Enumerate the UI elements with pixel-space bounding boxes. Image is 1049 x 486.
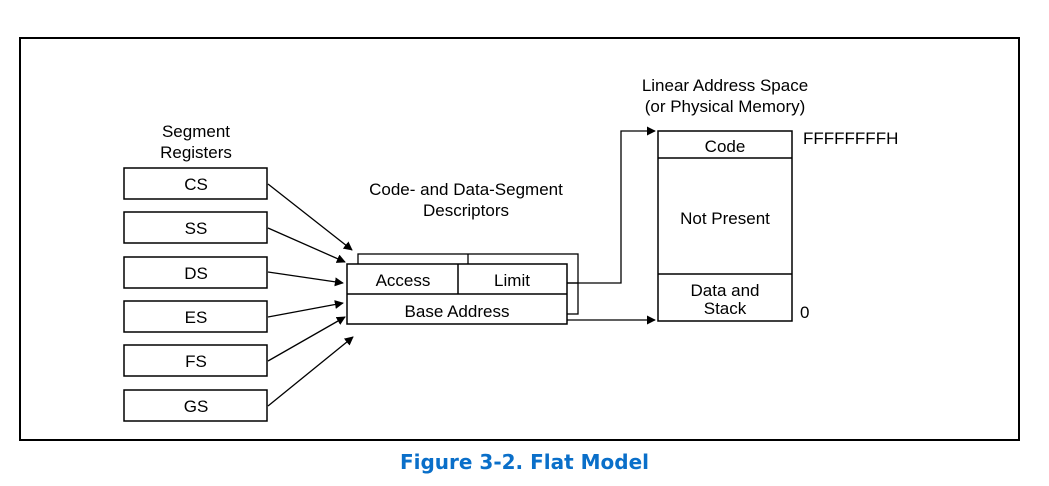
linear-address-space-label-line1: Linear Address Space: [642, 76, 808, 95]
arrow-gs: [267, 336, 354, 407]
register-label: FS: [185, 352, 207, 371]
descriptor-limit-field: Limit: [494, 271, 530, 290]
register-label: GS: [184, 397, 209, 416]
segment-registers-label-line1: Segment: [162, 122, 230, 141]
memory-data-stack-line2: Stack: [704, 299, 747, 318]
descriptor-access-field: Access: [376, 271, 431, 290]
register-es: ES: [123, 300, 268, 333]
register-label: SS: [185, 219, 208, 238]
arrow-es: [267, 300, 344, 318]
arrow-cs: [267, 183, 353, 251]
linear-address-space-label-line2: (or Physical Memory): [645, 97, 806, 116]
register-ds: DS: [123, 256, 268, 289]
figure-frame: [19, 37, 1020, 441]
arrow-ds: [267, 271, 344, 287]
bottom-address-label: 0: [800, 303, 809, 322]
memory-data-stack-line1: Data and: [691, 281, 760, 300]
register-fs: FS: [123, 344, 268, 377]
top-address-label: FFFFFFFFH: [803, 129, 898, 148]
register-label: CS: [184, 175, 208, 194]
memory-not-present-region: Not Present: [680, 209, 770, 228]
segment-registers-label-line2: Registers: [160, 143, 232, 162]
register-label: ES: [185, 308, 208, 327]
arrow-ss: [267, 227, 346, 263]
linear-address-space: Code Not Present Data and Stack: [657, 130, 793, 322]
register-arrows: [267, 183, 354, 407]
descriptor-base-address-field: Base Address: [405, 302, 510, 321]
descriptors-label-line2: Descriptors: [423, 201, 509, 220]
register-ss: SS: [123, 211, 268, 244]
register-label: DS: [184, 264, 208, 283]
descriptors-label-line1: Code- and Data-Segment: [369, 180, 563, 199]
arrow-fs: [267, 316, 346, 362]
memory-code-region: Code: [705, 137, 746, 156]
register-gs: GS: [123, 389, 268, 422]
figure-caption: Figure 3-2. Flat Model: [399, 450, 650, 474]
register-cs: CS: [123, 167, 268, 200]
limit-to-top-arrow: [567, 126, 656, 284]
descriptor-front: Access Limit Base Address: [346, 263, 568, 325]
memory-arrows: [567, 126, 656, 325]
